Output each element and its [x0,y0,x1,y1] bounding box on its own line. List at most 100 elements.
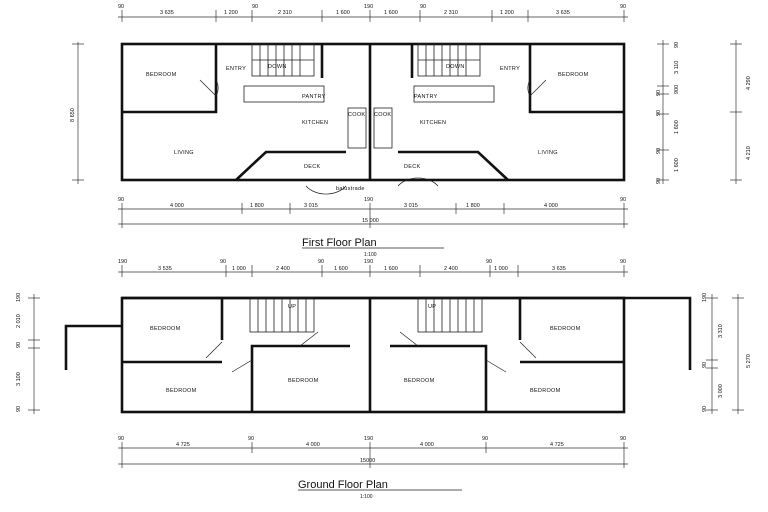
dim-label: 1 600 [384,10,398,16]
room-label: BEDROOM [150,326,181,332]
dim-label: 4 725 [176,442,190,448]
gf-top-dimension: 190 3 535 90 1 000 2 400 90 1 600 190 1 … [118,259,628,277]
room-label: DECK [404,164,421,170]
room-label: ENTRY [226,66,246,72]
room-label: UP [428,304,436,310]
dim-label: 1 600 [334,266,348,272]
room-label: BEDROOM [404,378,435,384]
dim-label: 900 [674,85,680,94]
dim-label: 3 635 [552,266,566,272]
room-label: ENTRY [500,66,520,72]
gf-left-dimension: 190 2 010 90 3 100 90 [16,293,40,414]
ff-right-dimension: 90 3 110 90 900 90 1 600 90 1 600 90 4 2… [656,40,752,184]
dim-label: 190 [16,293,22,302]
dim-label: 3 100 [16,372,22,386]
first-floor-plan: 90 3 635 1 200 90 2 310 1 600 190 1 600 … [70,4,752,258]
dim-label: 2 400 [444,266,458,272]
dim-label: 1 200 [224,10,238,16]
plan-title: Ground Floor Plan [298,479,388,491]
dim-label: 90 [656,110,662,116]
dim-label: 3 000 [718,384,724,398]
dim-label: 90 [248,436,254,442]
dim-label: 4 210 [746,146,752,160]
room-label: LIVING [538,150,558,156]
dim-label: 90 [420,4,426,10]
room-label: BEDROOM [288,378,319,384]
dim-label: 3 110 [674,61,680,74]
dim-label: 90 [656,148,662,154]
dim-label: 190 [364,197,373,203]
dim-label: 90 [16,342,22,348]
dim-label: 190 [364,259,373,265]
dim-label: 90 [220,259,226,265]
dim-label: 1 000 [494,266,508,272]
dim-label: 4 000 [170,203,184,209]
ff-stairs [252,44,480,76]
dim-label: 2 310 [444,10,458,16]
dim-label: 8 650 [70,108,76,122]
plan-scale: 1:100 [360,494,373,500]
dim-label: 4 290 [746,76,752,90]
gf-walls [64,296,692,414]
ff-doors [199,79,547,195]
gf-room-labels: BEDROOM BEDROOM BEDROOM BEDROOM BEDROOM … [150,304,580,394]
dim-label: 3 635 [160,10,174,16]
room-label: PANTRY [302,94,326,100]
dim-label: 90 [656,90,662,96]
dim-label: 90 [674,42,680,48]
room-label: DOWN [446,64,465,70]
gf-right-dimension: 190 3 310 90 3 000 90 5 270 [702,293,752,414]
room-label: balustrade [336,186,365,192]
overall-dim-label: 15000 [360,458,375,464]
dim-label: 90 [118,436,124,442]
dim-label: 4 000 [420,442,434,448]
dim-label: 1 600 [674,120,680,134]
dim-label: 90 [118,4,124,10]
gf-stairs [257,298,475,332]
room-label: KITCHEN [302,120,328,126]
room-label: COOK [374,112,391,118]
ground-floor-plan: 190 3 535 90 1 000 2 400 90 1 600 190 1 … [16,259,752,500]
room-label: PANTRY [414,94,438,100]
room-label: BEDROOM [530,388,561,394]
dim-label: 1 200 [500,10,514,16]
dim-label: 5 270 [746,354,752,368]
dim-label: 90 [620,259,626,265]
dim-label: 90 [620,436,626,442]
dim-label: 4 725 [550,442,564,448]
overall-dim-label: 15 000 [362,218,379,224]
dim-label: 3 015 [304,203,318,209]
dim-label: 4 000 [306,442,320,448]
room-label: COOK [348,112,365,118]
dim-label: 90 [482,436,488,442]
dim-label: 90 [118,197,124,203]
dim-label: 1 000 [232,266,246,272]
ff-left-dimension: 8 650 [70,42,84,184]
dim-label: 1 800 [466,203,480,209]
room-label: BEDROOM [558,72,589,78]
ff-top-dimension: 90 3 635 1 200 90 2 310 1 600 190 1 600 … [118,4,628,22]
dim-label: 190 [118,259,127,265]
plan-title: First Floor Plan [302,237,377,249]
room-label: LIVING [174,150,194,156]
dim-label: 1 600 [384,266,398,272]
dim-label: 90 [318,259,324,265]
room-label: BEDROOM [146,72,177,78]
dim-label: 190 [702,293,708,302]
dim-label: 3 310 [718,324,724,338]
dim-label: 90 [620,197,626,203]
dim-label: 90 [702,362,708,368]
dim-label: 3 535 [158,266,172,272]
room-label: UP [288,304,296,310]
dim-label: 1 600 [674,158,680,172]
dim-label: 90 [486,259,492,265]
room-label: DECK [304,164,321,170]
dim-label: 90 [656,178,662,184]
room-label: KITCHEN [420,120,446,126]
plan-scale: 1:100 [364,252,377,258]
dim-label: 2 010 [16,314,22,328]
gf-doors [205,331,537,373]
room-label: BEDROOM [166,388,197,394]
dim-label: 3 015 [404,203,418,209]
